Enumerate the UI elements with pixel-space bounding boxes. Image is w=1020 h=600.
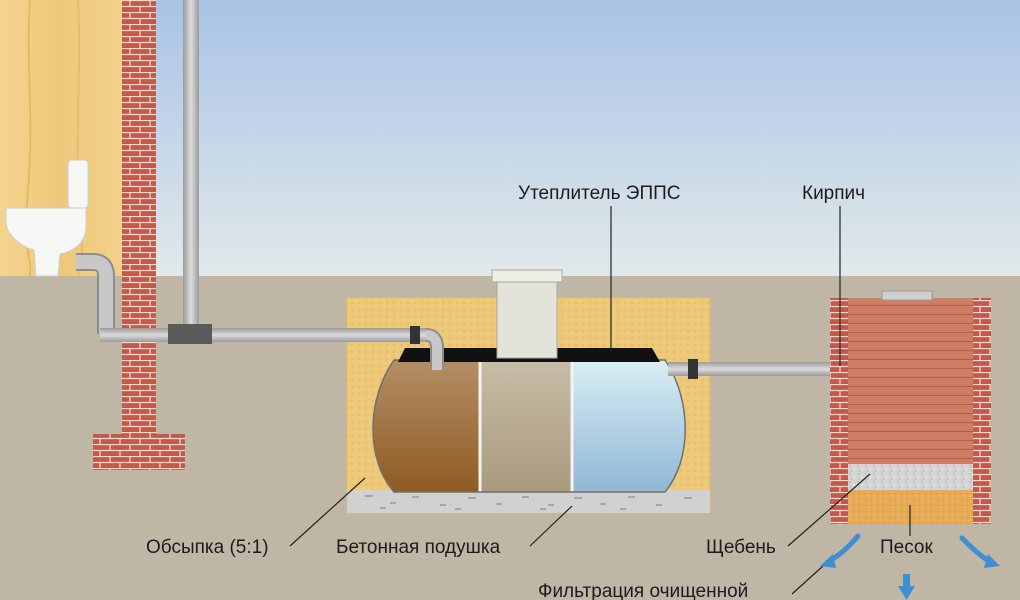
arrow-left-head-icon bbox=[820, 554, 836, 568]
vent-pipe bbox=[183, 0, 199, 328]
septic-tank bbox=[372, 359, 686, 493]
label-insulation: Утеплитель ЭППС bbox=[518, 183, 681, 204]
label-gravel: Щебень bbox=[706, 537, 776, 558]
sewer-main-pipe bbox=[100, 328, 426, 342]
sky bbox=[0, 0, 1020, 300]
tank-inlet-pipe bbox=[425, 330, 442, 370]
pipe-coupling bbox=[410, 326, 420, 344]
tee-fitting bbox=[168, 324, 212, 344]
leader-lines bbox=[289, 206, 911, 595]
brick-foundation bbox=[93, 434, 185, 470]
outlet-pipe bbox=[668, 362, 840, 376]
tank-chamber-1 bbox=[373, 360, 480, 492]
label-concrete-pad: Бетонная подушка bbox=[336, 537, 501, 558]
filtration-well bbox=[830, 290, 991, 524]
toilet-drain-pipe bbox=[76, 255, 113, 334]
label-backfill: Обсыпка (5:1) bbox=[146, 537, 269, 558]
tank-chamber-2 bbox=[480, 360, 572, 492]
brick-wall bbox=[122, 0, 156, 436]
toilet-icon bbox=[5, 159, 89, 277]
concrete-pad bbox=[347, 490, 710, 513]
tank-riser bbox=[491, 269, 563, 359]
arrow-down-head-icon bbox=[898, 586, 915, 600]
arrow-down-icon bbox=[903, 574, 910, 588]
arrow-right-head-icon bbox=[984, 554, 1000, 568]
outlet-coupling bbox=[688, 359, 698, 379]
filtration-arrows bbox=[820, 533, 1000, 600]
gravel-layer bbox=[848, 464, 973, 490]
label-filtration: Фильтрация очищенной bbox=[538, 581, 749, 600]
label-sand: Песок bbox=[880, 537, 933, 558]
label-brick: Кирпич bbox=[802, 183, 866, 204]
tank-chamber-3 bbox=[572, 360, 686, 492]
